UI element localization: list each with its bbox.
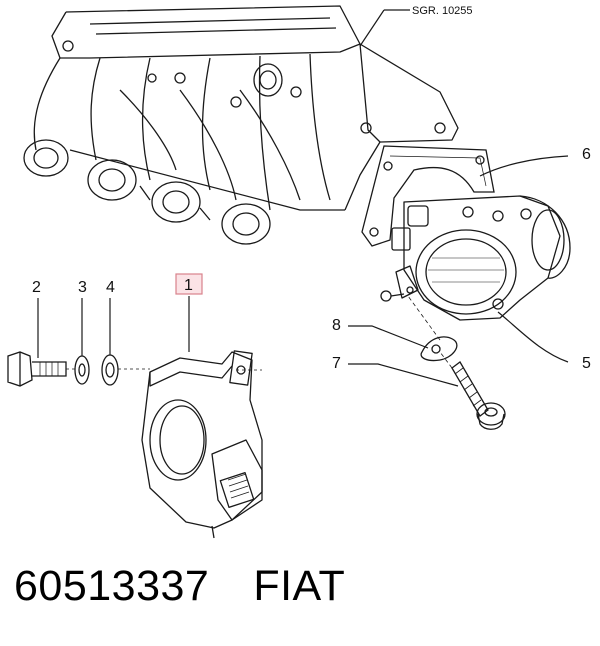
throttle-position-sensor-drawing: [141, 350, 263, 539]
callout-3-label: 3: [78, 279, 87, 296]
drawing-reference: SGR. 10255: [359, 5, 473, 47]
callout-7: 7: [332, 355, 459, 387]
callout-4: 4: [106, 279, 115, 355]
callout-2: 2: [32, 279, 41, 358]
throttle-body-gasket-drawing: [361, 145, 495, 247]
part-number-footer: 60513337 FIAT: [14, 562, 345, 611]
callout-8: 8: [332, 317, 429, 349]
callout-1-highlight: [175, 273, 203, 295]
callout-3: 3: [78, 279, 87, 356]
callout-8-label: 8: [332, 317, 341, 334]
throttle-body-drawing: [380, 195, 571, 321]
drawing-ref-text: SGR. 10255: [412, 5, 473, 17]
flat-washer-drawing: [101, 354, 119, 386]
callout-2-label: 2: [32, 279, 41, 296]
callout-4-label: 4: [106, 279, 115, 296]
throttle-screw-drawing: [439, 351, 506, 430]
callout-5: 5: [497, 311, 591, 372]
brand-name: FIAT: [253, 562, 346, 610]
spring-washer-drawing: [74, 355, 90, 385]
part-number: 60513337: [14, 562, 210, 610]
throttle-washer-drawing: [407, 295, 458, 362]
callout-6-label: 6: [582, 146, 591, 163]
sensor-bolt-drawing: [7, 351, 67, 387]
intake-manifold-drawing: [23, 5, 459, 245]
callout-6: 6: [479, 146, 591, 177]
callout-5-label: 5: [582, 355, 591, 372]
callout-7-label: 7: [332, 355, 341, 372]
callout-1: 1: [175, 273, 203, 352]
callout-1-label: 1: [184, 277, 193, 294]
